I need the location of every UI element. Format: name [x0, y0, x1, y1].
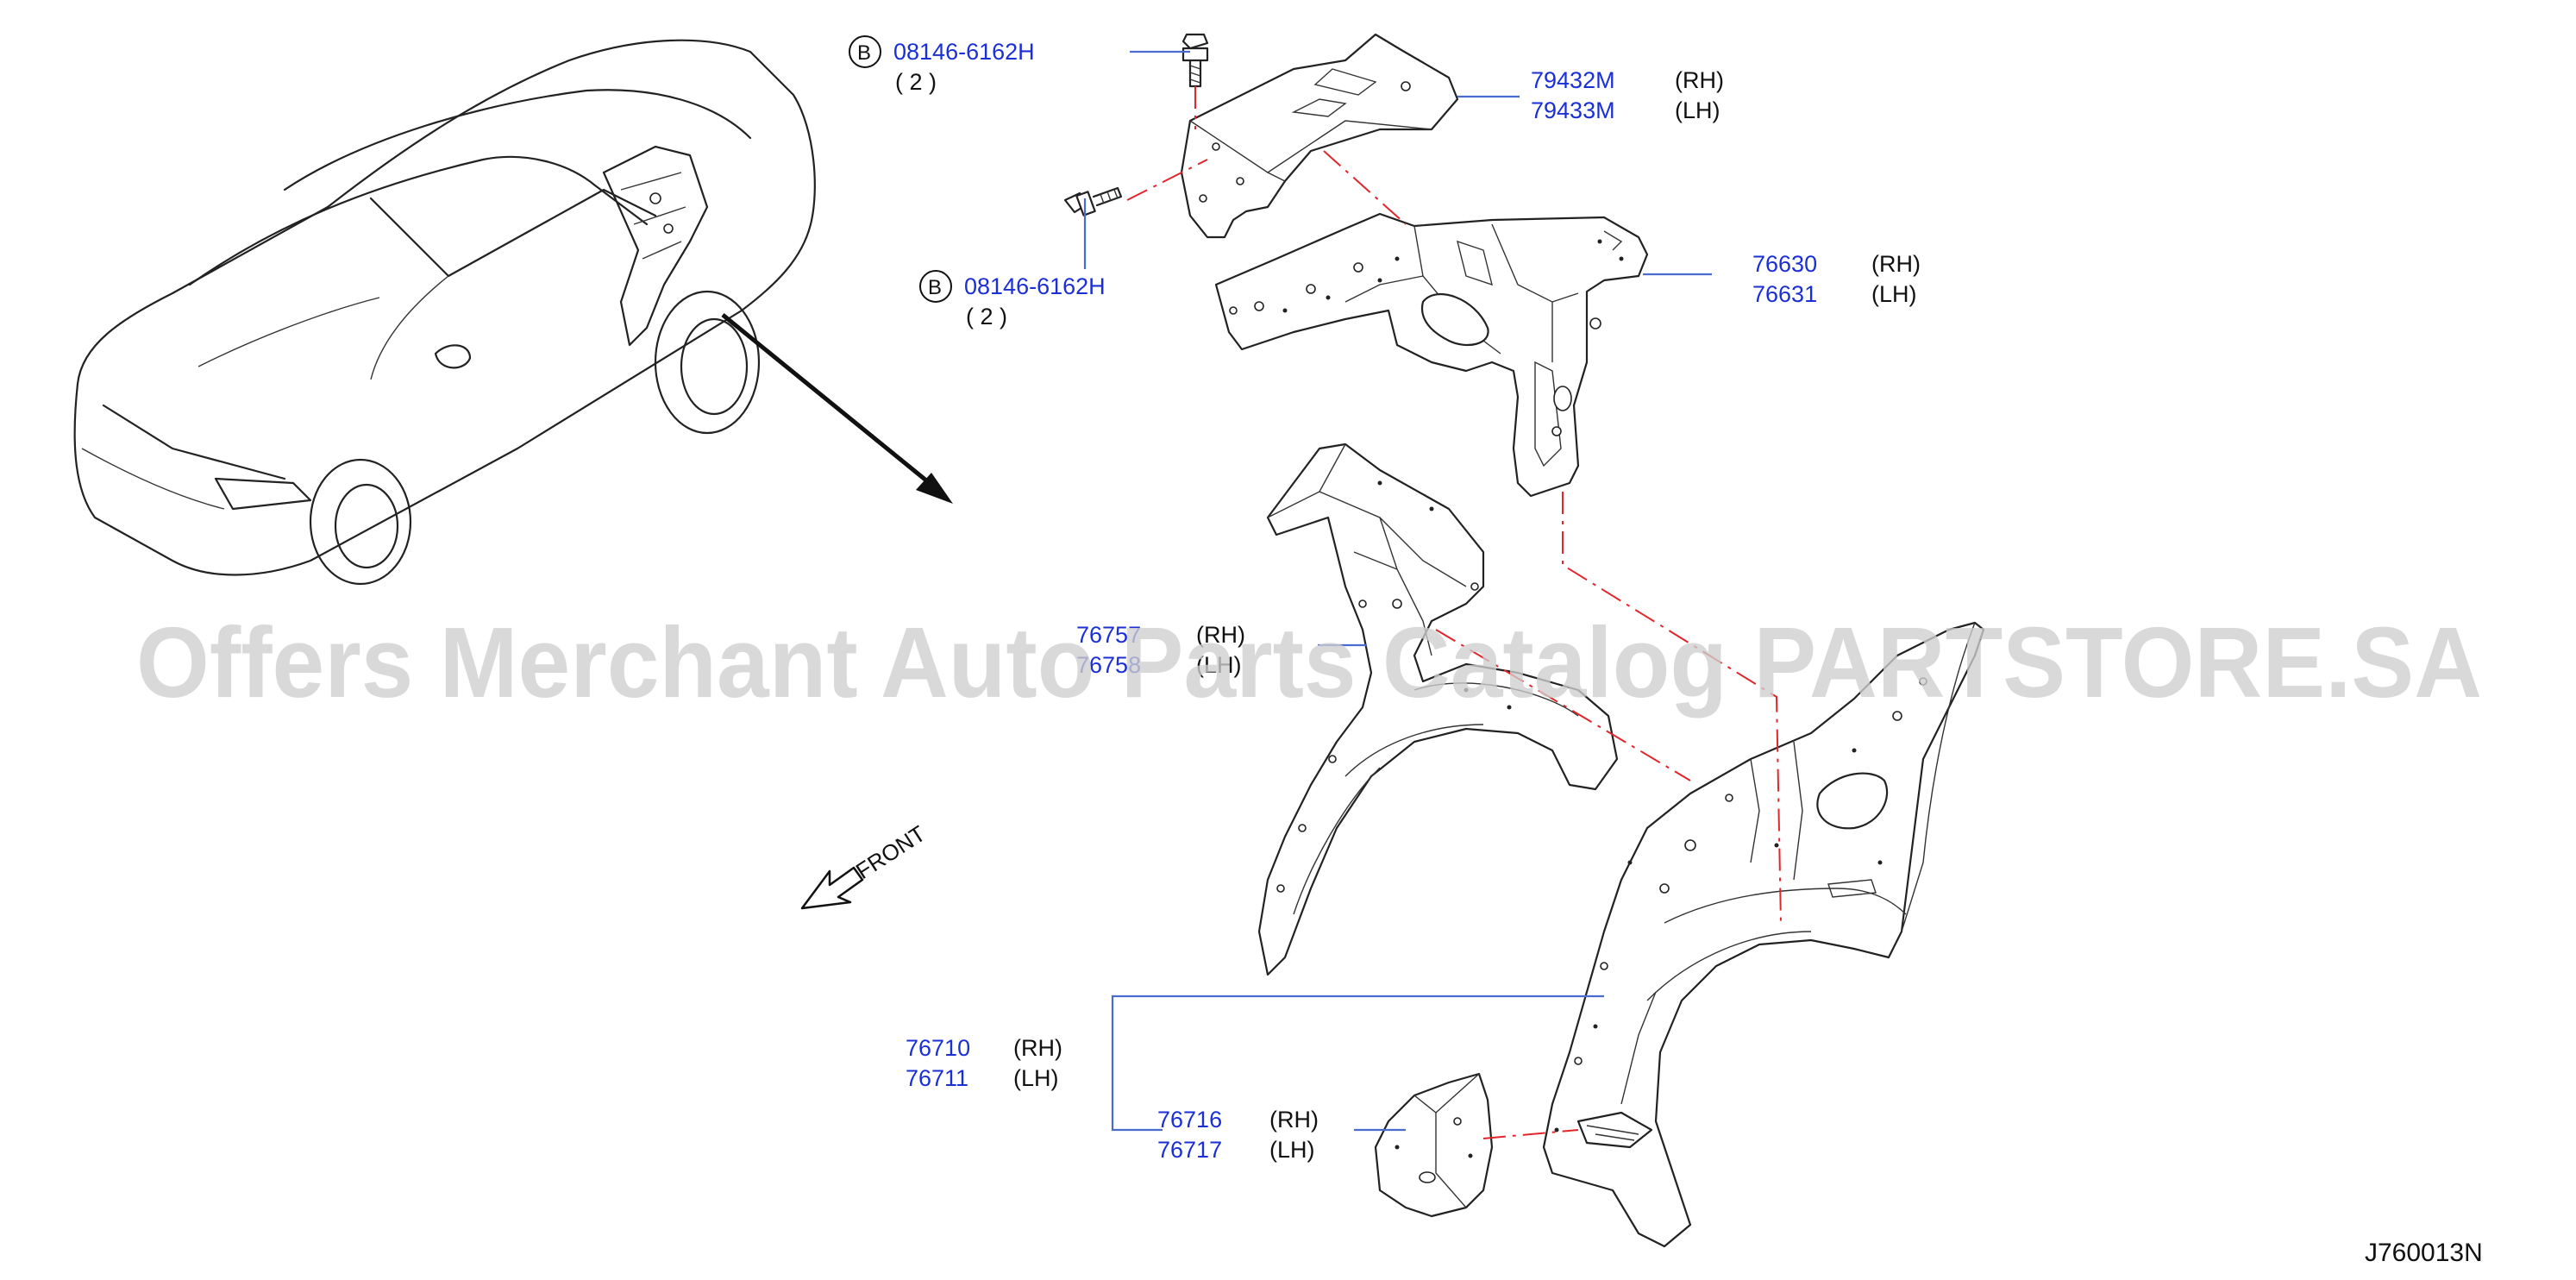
- side-lh-label: (LH): [1269, 1137, 1315, 1163]
- quantity-label: ( 2 ): [895, 69, 937, 95]
- callout-bracket-79432m: 79432M (RH) 79433M (LH): [1531, 67, 1724, 123]
- part-number-lh-link[interactable]: 76631: [1752, 281, 1817, 307]
- callout-housing-7675x: 76757 (RH) 76758 (LH): [1076, 622, 1245, 678]
- badge-letter: B: [928, 276, 942, 299]
- callout-bolt-lower: B 08146-6162H ( 2 ): [919, 270, 1106, 329]
- bolt-lower-illustration: [1063, 186, 1123, 216]
- quantity-label: ( 2 ): [966, 304, 1007, 329]
- part-number-rh-link[interactable]: 76757: [1076, 622, 1141, 648]
- part-number-lh-link[interactable]: 76758: [1076, 652, 1141, 678]
- wheelhouse-outer-illustration: [1542, 621, 1985, 1248]
- callout-bolt-upper: B 08146-6162H ( 2 ): [849, 35, 1035, 95]
- part-number-lh-link[interactable]: 76717: [1157, 1137, 1222, 1163]
- wheel-housing-inner-illustration: [1257, 442, 1619, 976]
- part-number-rh-link[interactable]: 76630: [1752, 251, 1817, 277]
- side-lh-label: (LH): [1675, 97, 1720, 123]
- front-direction-indicator: FRONT: [800, 820, 931, 910]
- badge-letter: B: [857, 41, 871, 65]
- part-number-rh-link[interactable]: 79432M: [1531, 67, 1615, 93]
- side-rh-label: (RH): [1013, 1035, 1062, 1061]
- part-number-link[interactable]: 08146-6162H: [893, 39, 1035, 65]
- extension-76716-illustration: [1374, 1072, 1494, 1218]
- part-number-rh-link[interactable]: 76710: [906, 1035, 970, 1061]
- bolt-badge-b: [919, 270, 952, 303]
- side-lh-label: (LH): [1871, 281, 1917, 307]
- part-number-lh-link[interactable]: 79433M: [1531, 97, 1615, 123]
- side-lh-label: (LH): [1196, 652, 1242, 678]
- front-arrow-icon: [800, 866, 864, 910]
- part-number-link[interactable]: 08146-6162H: [964, 273, 1106, 299]
- callout-outer-76710: 76710 (RH) 76711 (LH): [906, 1035, 1062, 1091]
- car-overview-illustration: [73, 39, 953, 586]
- part-number-rh-link[interactable]: 76716: [1157, 1107, 1222, 1133]
- part-number-lh-link[interactable]: 76711: [906, 1065, 968, 1091]
- bolt-badge-b: [849, 35, 881, 68]
- side-rh-label: (RH): [1269, 1107, 1319, 1133]
- front-label: FRONT: [851, 820, 931, 884]
- bracket-79432m-illustration: [1180, 33, 1459, 239]
- side-rh-label: (RH): [1675, 67, 1724, 93]
- panel-76630-illustration: [1214, 212, 1649, 498]
- bolt-upper-illustration: [1181, 33, 1209, 88]
- side-rh-label: (RH): [1871, 251, 1921, 277]
- assembly-phantom-lines: [1126, 86, 1782, 1139]
- leader-lines: [1083, 50, 1712, 1132]
- callout-extension-76716: 76716 (RH) 76717 (LH): [1157, 1107, 1319, 1163]
- callout-panel-76630: 76630 (RH) 76631 (LH): [1752, 251, 1921, 307]
- watermark-text: Offers Merchant Auto Parts Catalog PARTS…: [136, 606, 2482, 718]
- side-rh-label: (RH): [1196, 622, 1245, 648]
- diagram-code: J760013N: [2365, 1239, 2483, 1267]
- side-lh-label: (LH): [1013, 1065, 1059, 1091]
